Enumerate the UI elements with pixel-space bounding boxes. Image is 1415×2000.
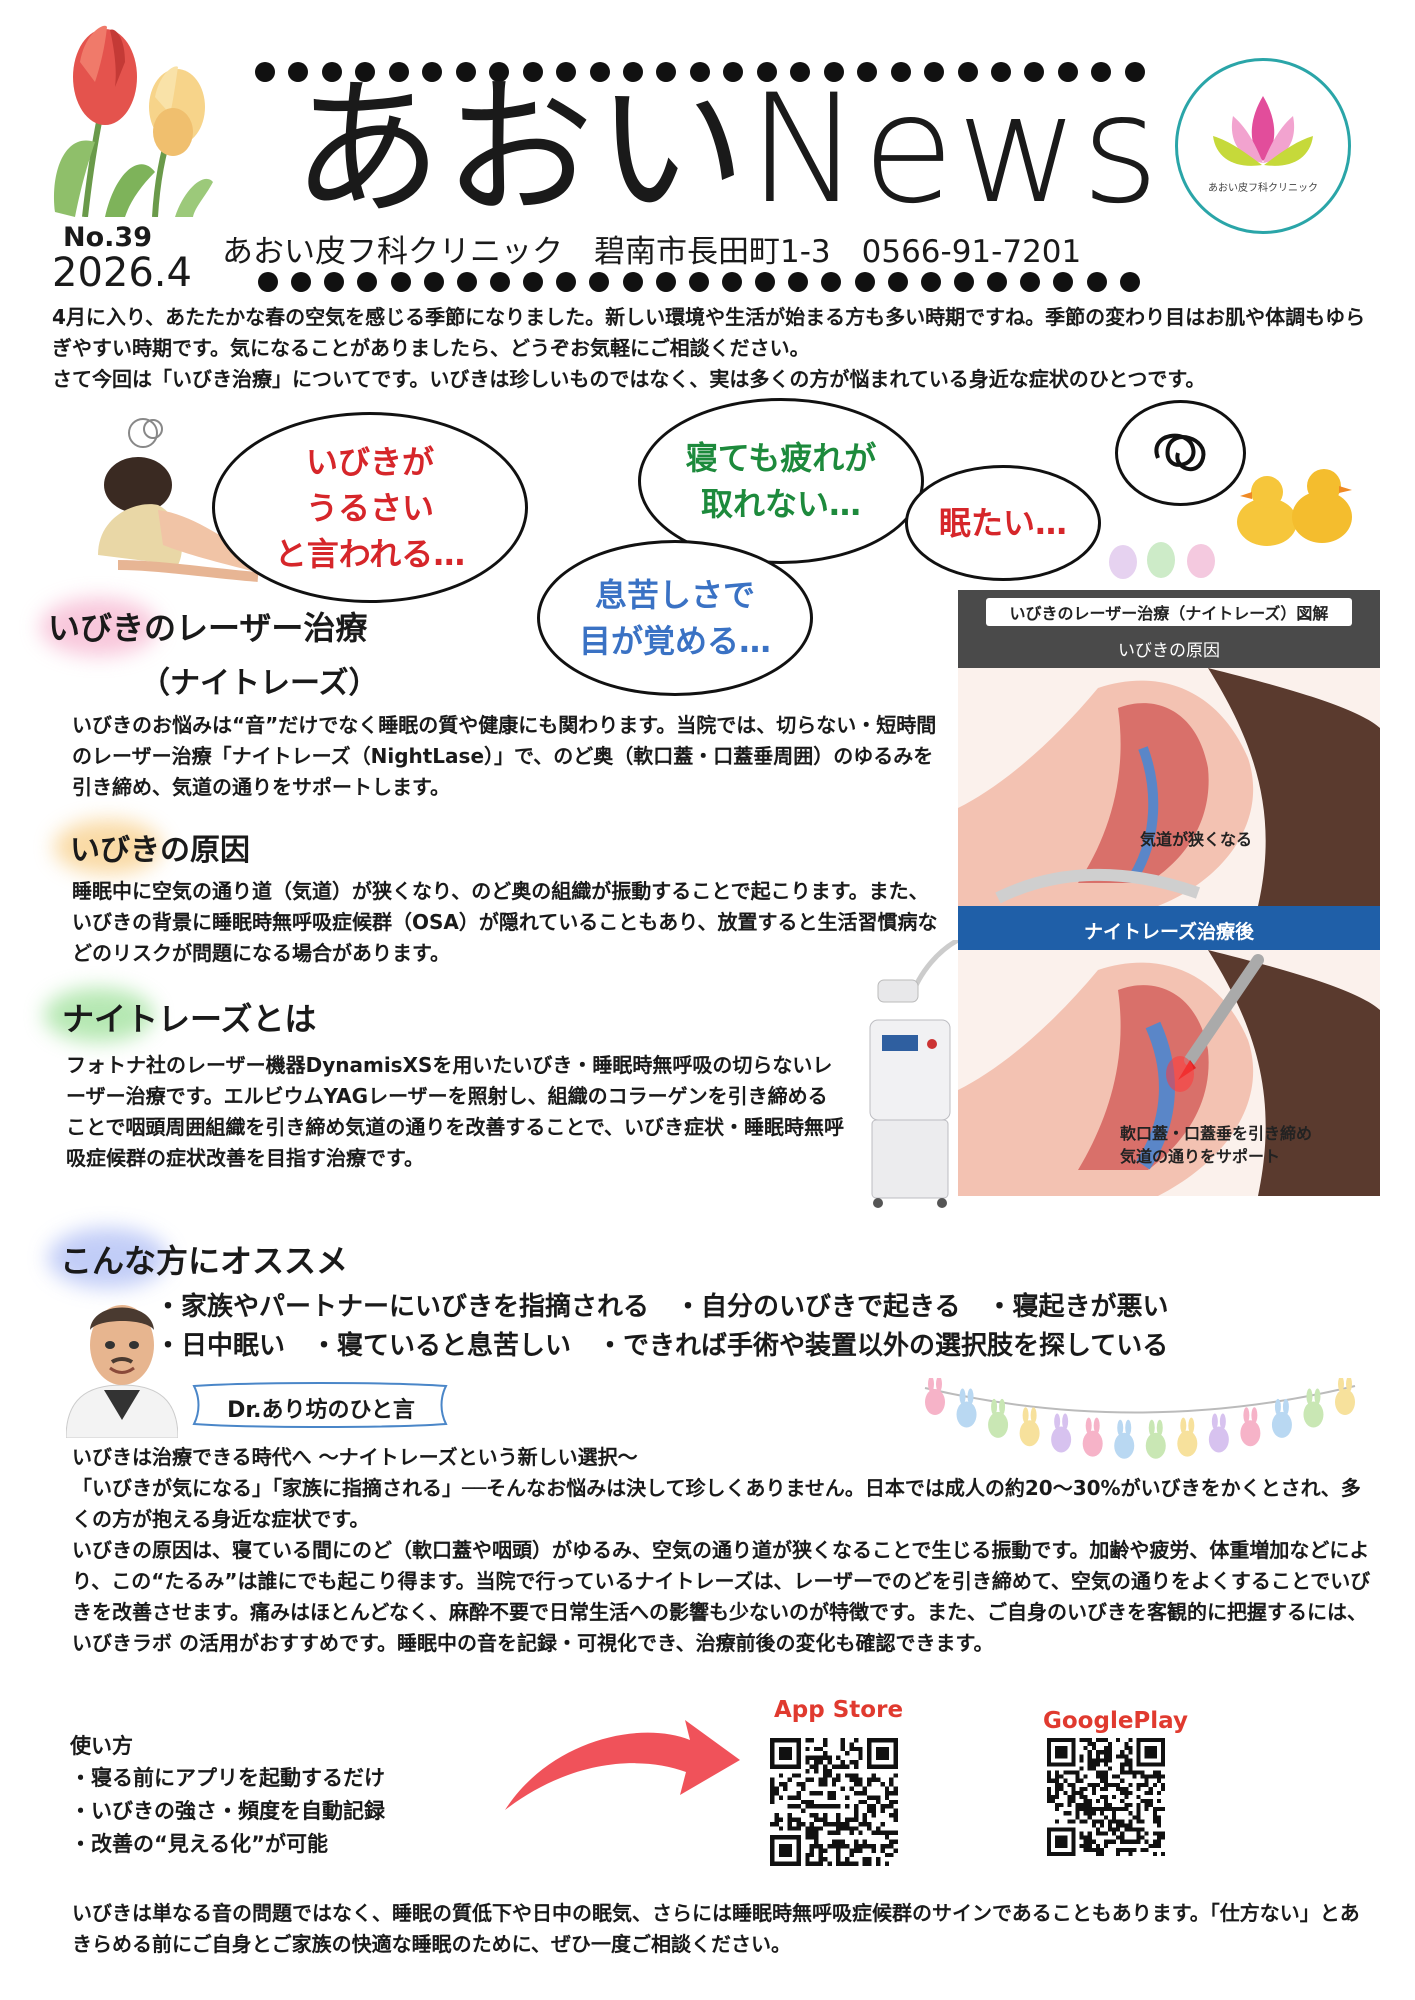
- diagram-after-panel: 軟口蓋・口蓋垂を引き締め 気道の通りをサポート: [958, 950, 1380, 1196]
- diagram-after-caption-2: 気道の通りをサポート: [1120, 1147, 1281, 1166]
- diagram-before-caption: 気道が狭くなる: [1140, 830, 1253, 849]
- nightlase-body: フォトナ社のレーザー機器DynamisXSを用いたいびき・睡眠時無呼吸の切らない…: [66, 1053, 844, 1170]
- speech-bubble-breathless: 息苦しさで 目が覚める…: [537, 540, 813, 696]
- newsletter-title: あおいNews: [292, 63, 1162, 237]
- usage-list: ・寝る前にアプリを起動するだけ ・いびきの強さ・頻度を自動記録 ・改善の“見える…: [70, 1762, 385, 1861]
- intro-line-2: さて今回は「いびき治療」についてです。いびきは珍しいものではなく、実は多くの方が…: [52, 367, 1206, 391]
- section-glow-green: [44, 988, 154, 1042]
- app-store-qr-code[interactable]: [770, 1738, 898, 1866]
- app-store-label: App Store: [774, 1697, 904, 1723]
- laser-body: いびきのお悩みは“音”だけでなく睡眠の質や健康にも関わります。当院では、切らない…: [72, 713, 937, 799]
- speech-bubble-snoring-loud: いびきが うるさい と言われる…: [212, 412, 528, 603]
- section-glow-pink: [40, 598, 158, 656]
- thought-bubble-scribble: [1115, 400, 1246, 506]
- doctor-comment-label: Dr.あり坊のひと言: [190, 1380, 452, 1430]
- usage-item: ・寝る前にアプリを起動するだけ: [70, 1766, 385, 1790]
- diagram-after-header: ナイトレーズ治療後: [958, 906, 1380, 950]
- cause-body: 睡眠中に空気の通り道（気道）が狭くなり、のど奥の組織が振動することで起こります。…: [72, 879, 938, 965]
- bottom-dot-border: [258, 272, 1140, 292]
- tulip-illustration: [45, 22, 215, 218]
- speech-bubble-fatigue: 寝ても疲れが 取れない…: [638, 398, 924, 564]
- doctor-avatar: [65, 1290, 179, 1439]
- closing-paragraph: いびきは単なる音の問題ではなく、睡眠の質低下や日中の眠気、さらには睡眠時無呼吸症…: [72, 1901, 1360, 1956]
- diagram-before-label: いびきの原因: [1118, 641, 1220, 661]
- section-glow-orange: [54, 820, 162, 874]
- intro-line-1: 4月に入り、あたたかな春の空気を感じる季節になりました。新しい環境や生活が始まる…: [52, 305, 1366, 360]
- laser-device-illustration: [850, 937, 965, 1210]
- section-title-nightlase: ナイトレーズとは: [62, 1000, 317, 1038]
- section-subtitle-nightlase: （ナイトレーズ）: [140, 666, 379, 701]
- intro-paragraph: 4月に入り、あたたかな春の空気を感じる季節になりました。新しい環境や生活が始まる…: [52, 302, 1372, 395]
- speech-bubble-sleepy: 眠たい…: [905, 465, 1101, 581]
- usage-title: 使い方: [70, 1734, 133, 1758]
- doctor-message: いびきは治療できる時代へ ～ナイトレーズという新しい選択～ 「いびきが気になる」…: [72, 1442, 1372, 1659]
- google-play-qr-code[interactable]: [1047, 1738, 1165, 1856]
- lotus-icon: [1213, 96, 1313, 166]
- easter-eggs-illustration: [1105, 538, 1230, 580]
- usage-item: ・いびきの強さ・頻度を自動記録: [70, 1799, 385, 1823]
- doctor-paragraph-1: 「いびきが気になる」「家族に指摘される」──そんなお悩みは決して珍しくありません…: [72, 1476, 1361, 1531]
- diagram-before-panel: 気道が狭くなる: [958, 668, 1380, 906]
- recommend-row-2: ・日中眠い ・寝ていると息苦しい ・できれば手術や装置以外の選択肢を探している: [155, 1331, 1169, 1361]
- diagram-header: いびきのレーザー治療（ナイトレーズ）図解 いびきの原因: [958, 590, 1380, 668]
- diagram-title-tab: いびきのレーザー治療（ナイトレーズ）図解: [986, 598, 1352, 626]
- recommend-row-1: ・家族やパートナーにいびきを指摘される ・自分のいびきで起きる ・寝起きが悪い: [155, 1292, 1169, 1322]
- arrow-graphic: [500, 1700, 745, 1820]
- doctor-paragraph-2: いびきの原因は、寝ている間にのど（軟口蓋や咽頭）がゆるみ、空気の通り道が狭くなる…: [72, 1538, 1371, 1655]
- issue-date: 2026.4: [52, 250, 192, 296]
- diagram-after-label: ナイトレーズ治療後: [1083, 921, 1255, 943]
- section-title-recommend: こんな方にオススメ: [60, 1242, 349, 1280]
- logo-text: あおい皮フ科クリニック: [1208, 183, 1318, 194]
- bunny-garland: [920, 1376, 1360, 1463]
- clinic-logo: あおい皮フ科クリニック: [1175, 58, 1351, 234]
- section-glow-blue: [48, 1228, 168, 1288]
- section-title-cause: いびきの原因: [70, 833, 250, 868]
- section-title-laser: いびきのレーザー治療: [48, 609, 368, 647]
- diagram-after-caption-1: 軟口蓋・口蓋垂を引き締め: [1120, 1124, 1313, 1143]
- usage-item: ・改善の“見える化”が可能: [70, 1832, 328, 1856]
- doctor-headline: いびきは治療できる時代へ ～ナイトレーズという新しい選択～: [72, 1445, 638, 1469]
- top-dot-border: [255, 62, 1145, 82]
- google-play-label: GooglePlay: [1043, 1708, 1188, 1734]
- ducklings-illustration: [1222, 462, 1362, 557]
- issue-number: No.39: [63, 222, 152, 253]
- clinic-info: あおい皮フ科クリニック 碧南市長田町1-3 0566-91-7201: [222, 234, 1082, 270]
